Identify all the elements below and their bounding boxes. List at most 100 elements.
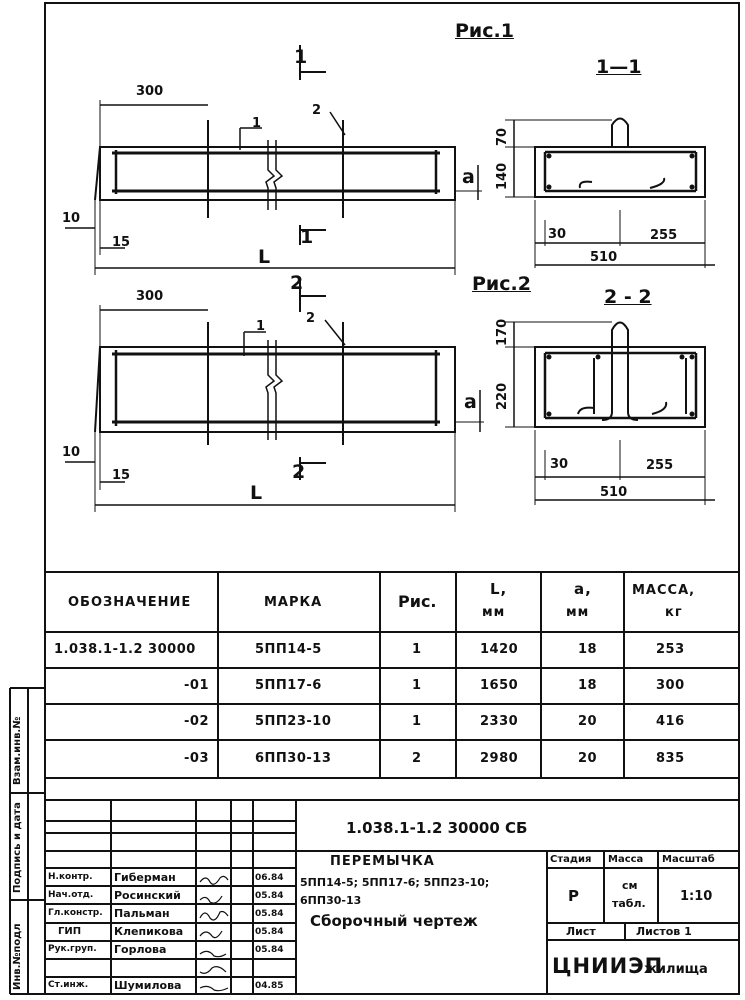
spec-cell-mark: 5ПП14-5 xyxy=(255,642,322,657)
spec-cell-a: 18 xyxy=(578,642,598,657)
spec-cell-a: 18 xyxy=(578,678,598,693)
org-name: ЦНИИЭП xyxy=(552,954,664,978)
fig1-sec-w-510: 510 xyxy=(590,250,618,265)
sheet-label: Лист xyxy=(566,925,596,938)
spec-table-grid xyxy=(45,571,739,779)
signer-date: 05.84 xyxy=(255,927,284,937)
main-frame xyxy=(44,2,740,995)
fig2-dim-15: 15 xyxy=(112,468,131,483)
spec-cell-mass: 835 xyxy=(656,751,685,766)
signer-date: 05.84 xyxy=(255,945,284,955)
signer-date: 05.84 xyxy=(255,891,284,901)
fig2-sec-w-510: 510 xyxy=(600,485,628,500)
spec-header-mass-unit: кг xyxy=(665,605,683,620)
spec-cell-fig: 1 xyxy=(412,714,422,729)
spec-header-L-unit: мм xyxy=(482,605,506,620)
signer-name: Шумилова xyxy=(114,979,182,992)
fig1-pos-1: 1 xyxy=(252,116,262,131)
spec-cell-L: 2330 xyxy=(480,714,519,729)
mass-label: Масса xyxy=(608,854,644,865)
spec-cell-designation: 1.038.1-1.2 30000 xyxy=(54,642,196,657)
fig2-title: Рис.2 xyxy=(472,273,531,295)
fig2-sec-w-30: 30 xyxy=(550,457,569,472)
spec-cell-designation: -01 xyxy=(184,678,209,693)
signature-scribbles xyxy=(199,875,229,992)
stage-label: Стадия xyxy=(550,854,592,865)
signer-role: Гл.констр. xyxy=(48,908,103,918)
doc-type: Сборочный чертеж xyxy=(310,912,478,930)
fig1-dim-15: 15 xyxy=(112,235,131,250)
spec-cell-designation: -03 xyxy=(184,751,209,766)
signer-role: Н.контр. xyxy=(48,872,93,882)
fig2-cut-mark-bottom: 2 xyxy=(292,461,306,483)
fig2-sec-h-top: 170 xyxy=(495,318,510,346)
product-marks-line1: 5ПП14-5; 5ПП17-6; 5ПП23-10; xyxy=(300,876,490,889)
mass-value-1: см xyxy=(622,879,638,892)
signer-date: 04.85 xyxy=(255,981,284,991)
signer-date: 06.84 xyxy=(255,873,284,883)
spec-cell-fig: 1 xyxy=(412,678,422,693)
stage-value: Р xyxy=(568,887,579,905)
fig1-dim-300: 300 xyxy=(136,84,164,99)
spec-cell-mass: 416 xyxy=(656,714,685,729)
fig1-sec-w-30: 30 xyxy=(548,227,567,242)
fig2-dim-10: 10 xyxy=(62,445,81,460)
fig2-cut-mark-top: 2 xyxy=(290,272,304,294)
sheets-label: Листов 1 xyxy=(636,925,692,938)
fig2-pos-2: 2 xyxy=(306,311,316,326)
fig2-dim-300: 300 xyxy=(136,289,164,304)
side-stamp-signature-date: Подпись и дата xyxy=(12,802,23,893)
side-stamp-original-inv: Инв.№подл xyxy=(12,923,23,990)
product-name: ПЕРЕМЫЧКА xyxy=(330,854,435,869)
signer-role: Ст.инж. xyxy=(48,980,89,990)
signer-name: Росинский xyxy=(114,889,181,902)
fig1-sec-w-255: 255 xyxy=(650,228,678,243)
fig1-pos-2: 2 xyxy=(312,103,322,118)
fig1-section xyxy=(505,117,715,268)
product-marks-line2: 6ПП30-13 xyxy=(300,894,362,907)
scale-label: Масштаб xyxy=(662,854,715,865)
spec-cell-mass: 253 xyxy=(656,642,685,657)
side-stamp-replaced-inv: Взам.инв.№ xyxy=(12,716,23,785)
fig1-elevation xyxy=(65,45,482,275)
spec-cell-mark: 6ПП30-13 xyxy=(255,751,332,766)
signer-name: Горлова xyxy=(114,943,167,956)
spec-header-fig: Рис. xyxy=(398,592,437,611)
spec-cell-fig: 1 xyxy=(412,642,422,657)
spec-header-mark: МАРКА xyxy=(264,595,323,610)
signer-role: ГИП xyxy=(58,926,82,937)
spec-cell-L: 2980 xyxy=(480,751,519,766)
fig2-dim-L: L xyxy=(250,482,263,504)
fig1-cut-mark-top: 1 xyxy=(294,46,308,68)
spec-cell-L: 1420 xyxy=(480,642,519,657)
mass-value-2: табл. xyxy=(612,897,646,910)
spec-header-a-unit: мм xyxy=(566,605,590,620)
signer-role: Нач.отд. xyxy=(48,890,94,900)
spec-cell-fig: 2 xyxy=(412,751,422,766)
org-sub: жилища xyxy=(644,962,708,977)
fig2-section xyxy=(505,321,715,505)
spec-cell-a: 20 xyxy=(578,751,598,766)
fig1-dim-10: 10 xyxy=(62,211,81,226)
spec-cell-designation: -02 xyxy=(184,714,209,729)
spec-header-mass: МАССА, xyxy=(632,583,696,598)
spec-header-designation: ОБОЗНАЧЕНИЕ xyxy=(68,595,192,610)
fig2-section-label: 2 - 2 xyxy=(604,286,652,308)
fig1-sec-h-top: 70 xyxy=(495,127,510,146)
fig1-title: Рис.1 xyxy=(455,20,514,42)
signer-role: Рук.груп. xyxy=(48,944,97,954)
spec-cell-a: 20 xyxy=(578,714,598,729)
fig2-pos-1: 1 xyxy=(256,319,266,334)
spec-header-L: L, xyxy=(490,580,508,598)
signer-date: 05.84 xyxy=(255,909,284,919)
fig1-sec-h-main: 140 xyxy=(495,162,510,190)
scale-value: 1:10 xyxy=(680,889,713,904)
doc-code: 1.038.1-1.2 30000 СБ xyxy=(346,819,528,837)
spec-cell-mass: 300 xyxy=(656,678,685,693)
title-block-grid xyxy=(45,799,739,994)
signer-name: Гиберман xyxy=(114,871,176,884)
fig1-dim-a: a xyxy=(462,166,475,188)
fig1-cut-mark-bottom: 1 xyxy=(300,226,314,248)
